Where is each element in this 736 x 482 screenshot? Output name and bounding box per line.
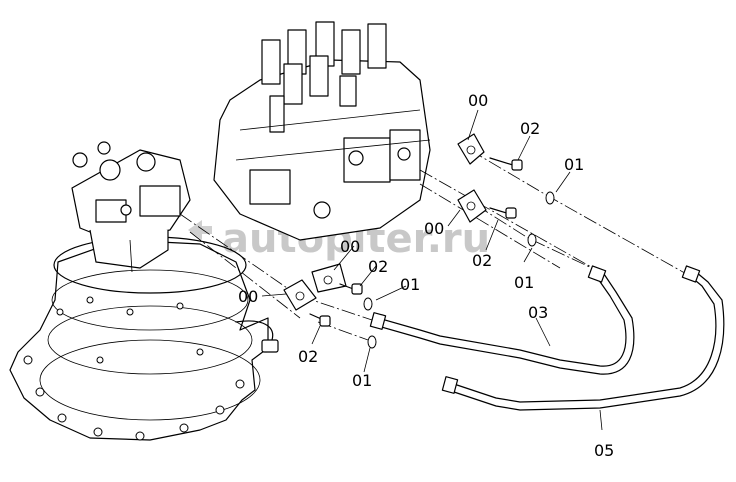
callout-labels: 00 02 01 00 02 01 00 02 01 00 02 01 03 0…: [238, 91, 614, 460]
control-valve: [213, 21, 431, 241]
label-oring-mid-right: 01: [514, 273, 534, 292]
label-flange-top: 00: [468, 91, 488, 110]
watermark-arrow-icon: [188, 220, 212, 240]
flange-top: [457, 133, 485, 165]
o-ring-low-left: [367, 335, 377, 349]
leader-lines: [261, 109, 603, 431]
flange-mid-right: [457, 189, 487, 223]
label-flange-mid-right: 00: [424, 219, 444, 238]
bolt-low-left: [309, 313, 331, 327]
hose-05: [441, 265, 725, 411]
o-ring-mid-right: [527, 233, 537, 247]
bolt-top: [489, 157, 523, 171]
label-bolt-mid-left: 02: [368, 257, 388, 276]
bolt-mid-right: [489, 207, 517, 219]
hose-03: [369, 265, 635, 375]
flange-mid-left: [311, 263, 347, 293]
label-flange-low-left: 00: [238, 287, 258, 306]
label-oring-mid-left: 01: [400, 275, 420, 294]
bolt-mid-left: [339, 283, 363, 295]
o-ring-top: [545, 191, 555, 205]
motor-head-valve: [71, 141, 191, 273]
label-bolt-low-left: 02: [298, 347, 318, 366]
label-bolt-top: 02: [520, 119, 540, 138]
swing-motor: [9, 236, 279, 441]
label-oring-low-left: 01: [352, 371, 372, 390]
label-flange-mid-left: 00: [340, 237, 360, 256]
label-bolt-mid-right: 02: [472, 251, 492, 270]
o-ring-mid-left: [363, 297, 373, 311]
label-hose-lower: 05: [594, 441, 614, 460]
label-oring-top: 01: [564, 155, 584, 174]
label-hose-upper: 03: [528, 303, 548, 322]
flange-low-left: [283, 279, 317, 311]
o-rings: [363, 191, 555, 349]
